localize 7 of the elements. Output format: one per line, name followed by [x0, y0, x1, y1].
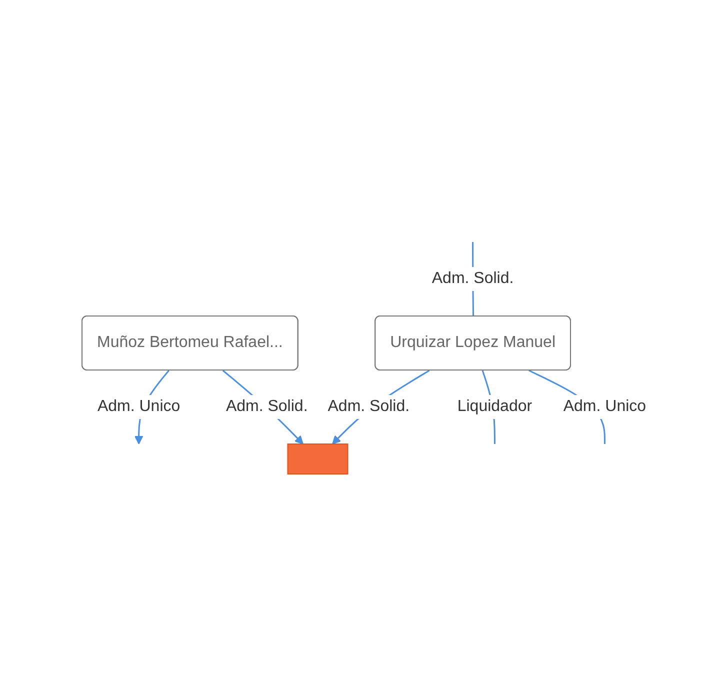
node-building: [287, 442, 348, 474]
edge-label: Adm. Solid.: [226, 397, 308, 414]
edge-label: Adm. Unico: [97, 397, 180, 414]
edge-label: Adm. Solid.: [432, 269, 514, 286]
edge-label: Adm. Solid.: [328, 397, 410, 414]
edge-label: Liquidador: [457, 397, 532, 414]
edge-label: Adm. Unico: [563, 397, 646, 414]
